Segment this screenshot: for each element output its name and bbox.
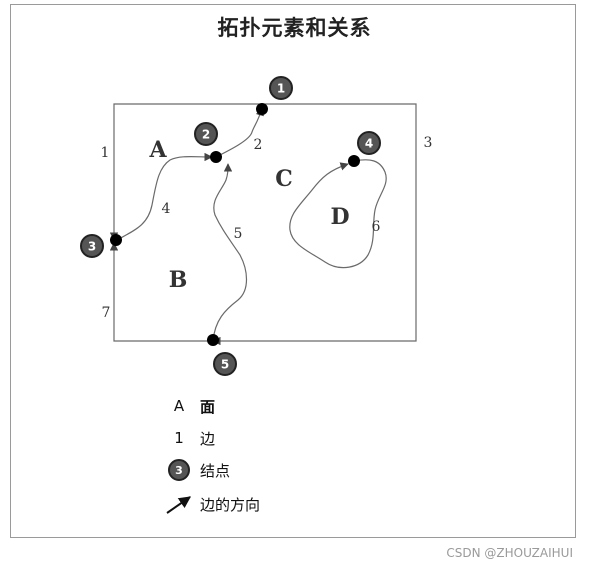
node-badge-5: 5	[213, 352, 237, 376]
edge-5	[212, 163, 248, 342]
edge-3	[212, 103, 417, 346]
face-label-D: D	[330, 204, 349, 230]
legend-node-text: 结点	[200, 461, 231, 480]
node-label-1: 1	[277, 82, 285, 96]
legend-edge-symbol: 1	[174, 429, 184, 447]
edge-label-4: 4	[162, 201, 171, 217]
diagram-frame	[10, 4, 576, 538]
edge-label-3: 3	[424, 135, 433, 151]
node-label-4: 4	[365, 137, 373, 151]
edge-7	[109, 242, 213, 342]
node-label-3: 3	[88, 240, 96, 254]
node-badge-1: 1	[269, 76, 293, 100]
node-badge-4: 4	[357, 131, 381, 155]
legend-face-row: A 面	[160, 392, 215, 420]
legend-node-row: 3 结点	[160, 456, 230, 484]
junction-dot-4	[348, 155, 360, 167]
legend-node-icon: 3	[168, 459, 190, 481]
diagram-title: 拓扑元素和关系	[217, 16, 372, 40]
edge-label-6: 6	[372, 219, 381, 235]
junction-dot-1	[256, 103, 268, 115]
legend-direction-row: 边的方向	[160, 490, 260, 518]
legend-face-symbol: A	[173, 397, 185, 415]
edge-1	[109, 103, 262, 241]
edge-label-2: 2	[254, 137, 263, 153]
direction-arrow-icon	[166, 496, 191, 514]
legend-edge-text: 边	[200, 429, 216, 448]
edge-label-7: 7	[102, 305, 111, 321]
legend-edge-row: 1 边	[160, 424, 215, 452]
watermark: CSDN @ZHOUZAIHUI	[446, 546, 573, 560]
junction-dot-2	[210, 151, 222, 163]
edge-label-5: 5	[234, 226, 243, 242]
node-label-5: 5	[221, 358, 229, 372]
face-label-A: A	[148, 137, 167, 163]
node-badge-3: 3	[80, 234, 104, 258]
node-badge-2: 2	[194, 122, 218, 146]
edge-4	[116, 152, 213, 241]
edge-2	[215, 107, 264, 158]
junction-dot-3	[110, 234, 122, 246]
node-label-2: 2	[202, 128, 210, 142]
junction-dot-5	[207, 334, 219, 346]
edge-label-1: 1	[101, 145, 110, 161]
face-label-B: B	[169, 267, 188, 293]
face-label-C: C	[275, 166, 293, 192]
legend-direction-text: 边的方向	[200, 495, 261, 514]
edge-6	[289, 159, 387, 269]
legend-face-text: 面	[200, 397, 216, 416]
